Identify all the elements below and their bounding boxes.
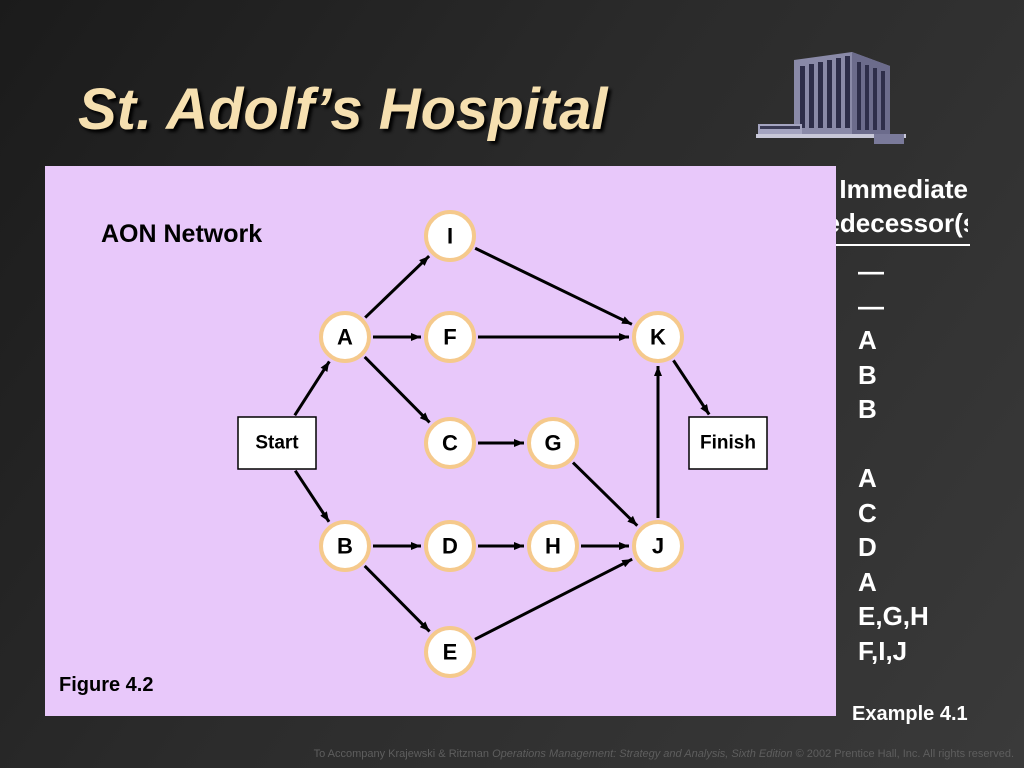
- node-f-label: F: [443, 325, 456, 350]
- footer-book-title: Operations Management: Strategy and Anal…: [492, 748, 793, 760]
- example-label: Example 4.1: [852, 703, 968, 725]
- predecessor-list: — — A B B A C D A E,G,H F,I,J: [858, 254, 929, 668]
- footer-credit: To Accompany Krajewski & Ritzman Operati…: [314, 748, 1014, 760]
- node-e-shape: [424, 626, 476, 678]
- aon-network-diagram: Start A B I F C G D H E K J Finish: [237, 210, 768, 678]
- predecessor-item: —: [858, 256, 884, 286]
- node-start-label: Start: [255, 433, 299, 454]
- node-finish-shape: [688, 416, 768, 470]
- predecessor-item: C: [858, 497, 877, 528]
- edge-e-to-j: [474, 557, 633, 641]
- predecessor-header-divider: [812, 244, 970, 246]
- edge-i-to-k: [474, 246, 633, 326]
- node-start-shape: [237, 416, 317, 470]
- node-h-label: H: [545, 534, 561, 559]
- node-i-label: I: [447, 224, 453, 249]
- predecessor-header: Immediate Predecessor(s): [798, 172, 968, 240]
- node-j-label: J: [652, 534, 664, 559]
- node-g-shape: [527, 417, 579, 469]
- node-f-shape: [424, 311, 476, 363]
- predecessor-header-line-1: Immediate: [839, 174, 968, 204]
- node-a: A: [319, 311, 371, 363]
- predecessor-item: A: [858, 325, 877, 355]
- node-d: D: [424, 520, 476, 572]
- node-i: I: [424, 210, 476, 262]
- node-h-shape: [527, 520, 579, 572]
- node-b-label: B: [337, 534, 353, 559]
- node-g-label: G: [544, 431, 561, 456]
- node-h: H: [527, 520, 579, 572]
- node-start: Start: [237, 416, 317, 470]
- node-c-shape: [424, 417, 476, 469]
- node-j: J: [632, 520, 684, 572]
- edge-g-to-j: [571, 461, 639, 527]
- edge-a-to-i: [364, 255, 431, 319]
- node-a-shape: [319, 311, 371, 363]
- node-i-shape: [424, 210, 476, 262]
- node-j-shape: [632, 520, 684, 572]
- node-finish: Finish: [688, 416, 768, 470]
- node-k-shape: [632, 311, 684, 363]
- node-a-label: A: [337, 325, 353, 350]
- predecessor-item: A: [858, 566, 877, 597]
- edge-a-to-c: [363, 355, 431, 424]
- figure-label: Figure 4.2: [59, 674, 154, 696]
- node-d-shape: [424, 520, 476, 572]
- node-b-shape: [319, 520, 371, 572]
- node-e-label: E: [443, 640, 458, 665]
- edge-start-to-b: [294, 469, 331, 523]
- edge-b-to-e: [363, 564, 431, 633]
- predecessor-item: D: [858, 532, 877, 562]
- node-e: E: [424, 626, 476, 678]
- slide-title: St. Adolf’s Hospital: [78, 77, 608, 142]
- node-d-label: D: [442, 534, 458, 559]
- node-b: B: [319, 520, 371, 572]
- node-k: K: [632, 311, 684, 363]
- hospital-building-icon: [756, 52, 906, 144]
- predecessor-item: [858, 427, 929, 462]
- network-label: AON Network: [101, 220, 263, 248]
- predecessor-item: E,G,H: [858, 601, 929, 631]
- node-g: G: [527, 417, 579, 469]
- predecessor-item: —: [858, 290, 884, 321]
- node-finish-label: Finish: [700, 433, 756, 454]
- predecessor-item: B: [858, 394, 877, 424]
- footer-suffix: © 2002 Prentice Hall, Inc. All rights re…: [792, 748, 1014, 760]
- edge-k-to-finish: [672, 359, 711, 416]
- node-c: C: [424, 417, 476, 469]
- edge-start-to-a: [293, 360, 331, 417]
- predecessor-item: F,I,J: [858, 635, 908, 666]
- predecessor-item: B: [858, 359, 877, 390]
- aon-network-panel: AON Network Figure 4.2 Start A B I F C G D H E K J F…: [45, 166, 836, 716]
- predecessor-item: A: [858, 463, 877, 493]
- node-f: F: [424, 311, 476, 363]
- footer-prefix: To Accompany Krajewski & Ritzman: [313, 748, 493, 760]
- node-k-label: K: [650, 325, 666, 350]
- node-c-label: C: [442, 431, 458, 456]
